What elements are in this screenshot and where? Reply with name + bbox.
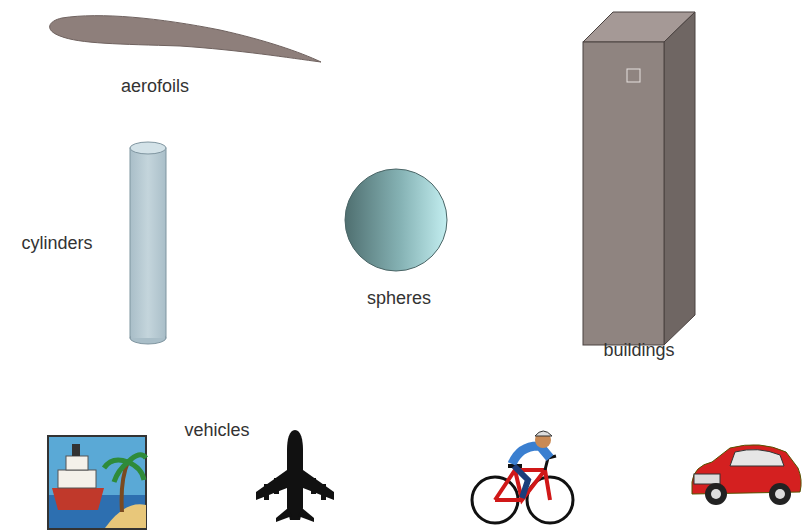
building-shape: [583, 12, 695, 345]
building-label: buildings: [603, 341, 674, 361]
airplane-icon: [256, 430, 334, 522]
sphere-shape: [345, 169, 447, 271]
aerofoil-label: aerofoils: [121, 77, 189, 97]
vehicle-label: vehicles: [184, 421, 249, 441]
cylinder-shape: [130, 142, 166, 344]
bicycle-icon: [472, 431, 573, 523]
cylinder-label: cylinders: [21, 234, 92, 254]
sphere-label: spheres: [367, 289, 431, 309]
ship-icon: [48, 436, 146, 529]
aerofoil-shape: [50, 16, 321, 62]
car-icon: [692, 445, 801, 505]
